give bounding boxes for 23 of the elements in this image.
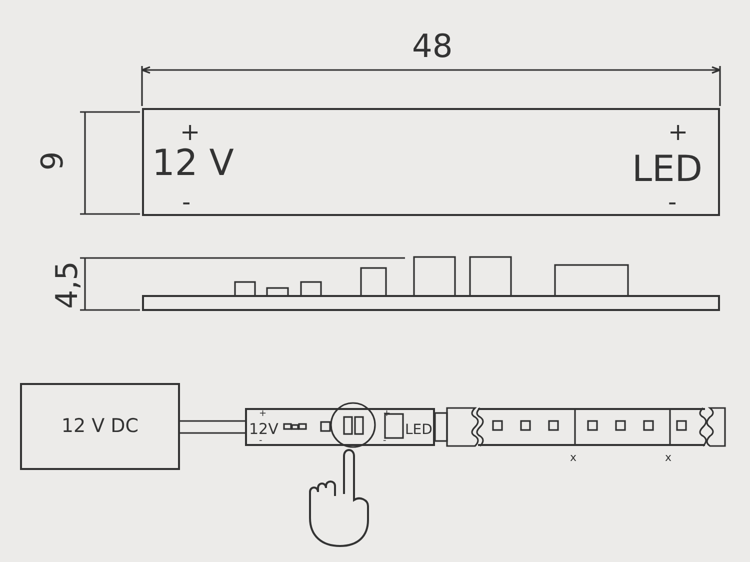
polarity-sign: - bbox=[182, 190, 191, 214]
power-supply-box bbox=[20, 383, 180, 470]
circuit-board-outline bbox=[142, 108, 720, 216]
cut-mark: x bbox=[665, 452, 672, 463]
polarity-sign: - bbox=[668, 190, 677, 214]
terminal-label: LED bbox=[632, 152, 703, 188]
polarity-sign: + bbox=[180, 120, 200, 144]
polarity-sign: + bbox=[668, 120, 688, 144]
polarity-sign: + bbox=[259, 410, 267, 419]
terminal-label: 12 V bbox=[152, 146, 234, 182]
dimension-label: 48 bbox=[412, 30, 453, 62]
circuit-board-side bbox=[142, 295, 720, 311]
cut-mark: x bbox=[570, 452, 577, 463]
terminal-label: LED bbox=[405, 423, 432, 437]
terminal-label: 12V bbox=[249, 422, 278, 437]
led-strip bbox=[478, 408, 705, 446]
controller-module bbox=[245, 408, 435, 446]
polarity-sign: - bbox=[383, 437, 386, 446]
supply-label: 12 V DC bbox=[60, 417, 140, 436]
dimension-label: 9 bbox=[38, 151, 69, 171]
dimension-label: 4,5 bbox=[52, 261, 83, 309]
cable bbox=[179, 420, 246, 434]
polarity-sign: - bbox=[259, 437, 262, 446]
